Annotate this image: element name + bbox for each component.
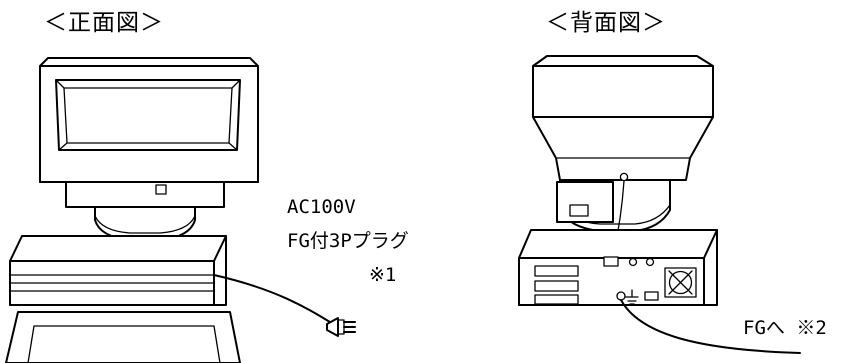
front-pc: [5, 57, 356, 363]
back-view-title: ＜背面図＞: [546, 10, 666, 36]
audio-jack-icon: [628, 257, 638, 267]
power-note-line2: FG付3Pプラグ: [287, 230, 409, 252]
ground-note: FGへ ※2: [743, 317, 827, 339]
back-pc: [518, 55, 801, 354]
front-power-button-icon: [155, 184, 167, 195]
front-view-title: ＜正面図＞: [44, 10, 164, 36]
back-monitor: [532, 55, 714, 182]
ground-wire: [620, 299, 801, 354]
power-note-line1: AC100V: [287, 196, 356, 218]
power-plug-icon: [326, 317, 356, 337]
back-system-unit: [518, 229, 718, 306]
expansion-slots: [534, 265, 579, 305]
audio-jack-icon: [645, 257, 655, 267]
rear-port-icon: [603, 256, 619, 267]
unit-ground-terminal-icon: [616, 291, 626, 301]
power-inlet-icon: [644, 291, 659, 301]
power-cable: [213, 274, 339, 328]
monitor-ground-terminal-icon: [619, 172, 629, 182]
fan-icon: [664, 267, 697, 298]
back-monitor-stand: [556, 177, 671, 232]
front-monitor-stand: [65, 179, 225, 241]
back-monitor-connector-icon: [569, 204, 589, 217]
front-system-unit: [9, 235, 227, 306]
ground-symbol-icon: [625, 289, 639, 305]
front-keyboard: [5, 311, 241, 363]
front-monitor: [39, 57, 259, 195]
power-note-mark: ※1: [369, 264, 397, 286]
